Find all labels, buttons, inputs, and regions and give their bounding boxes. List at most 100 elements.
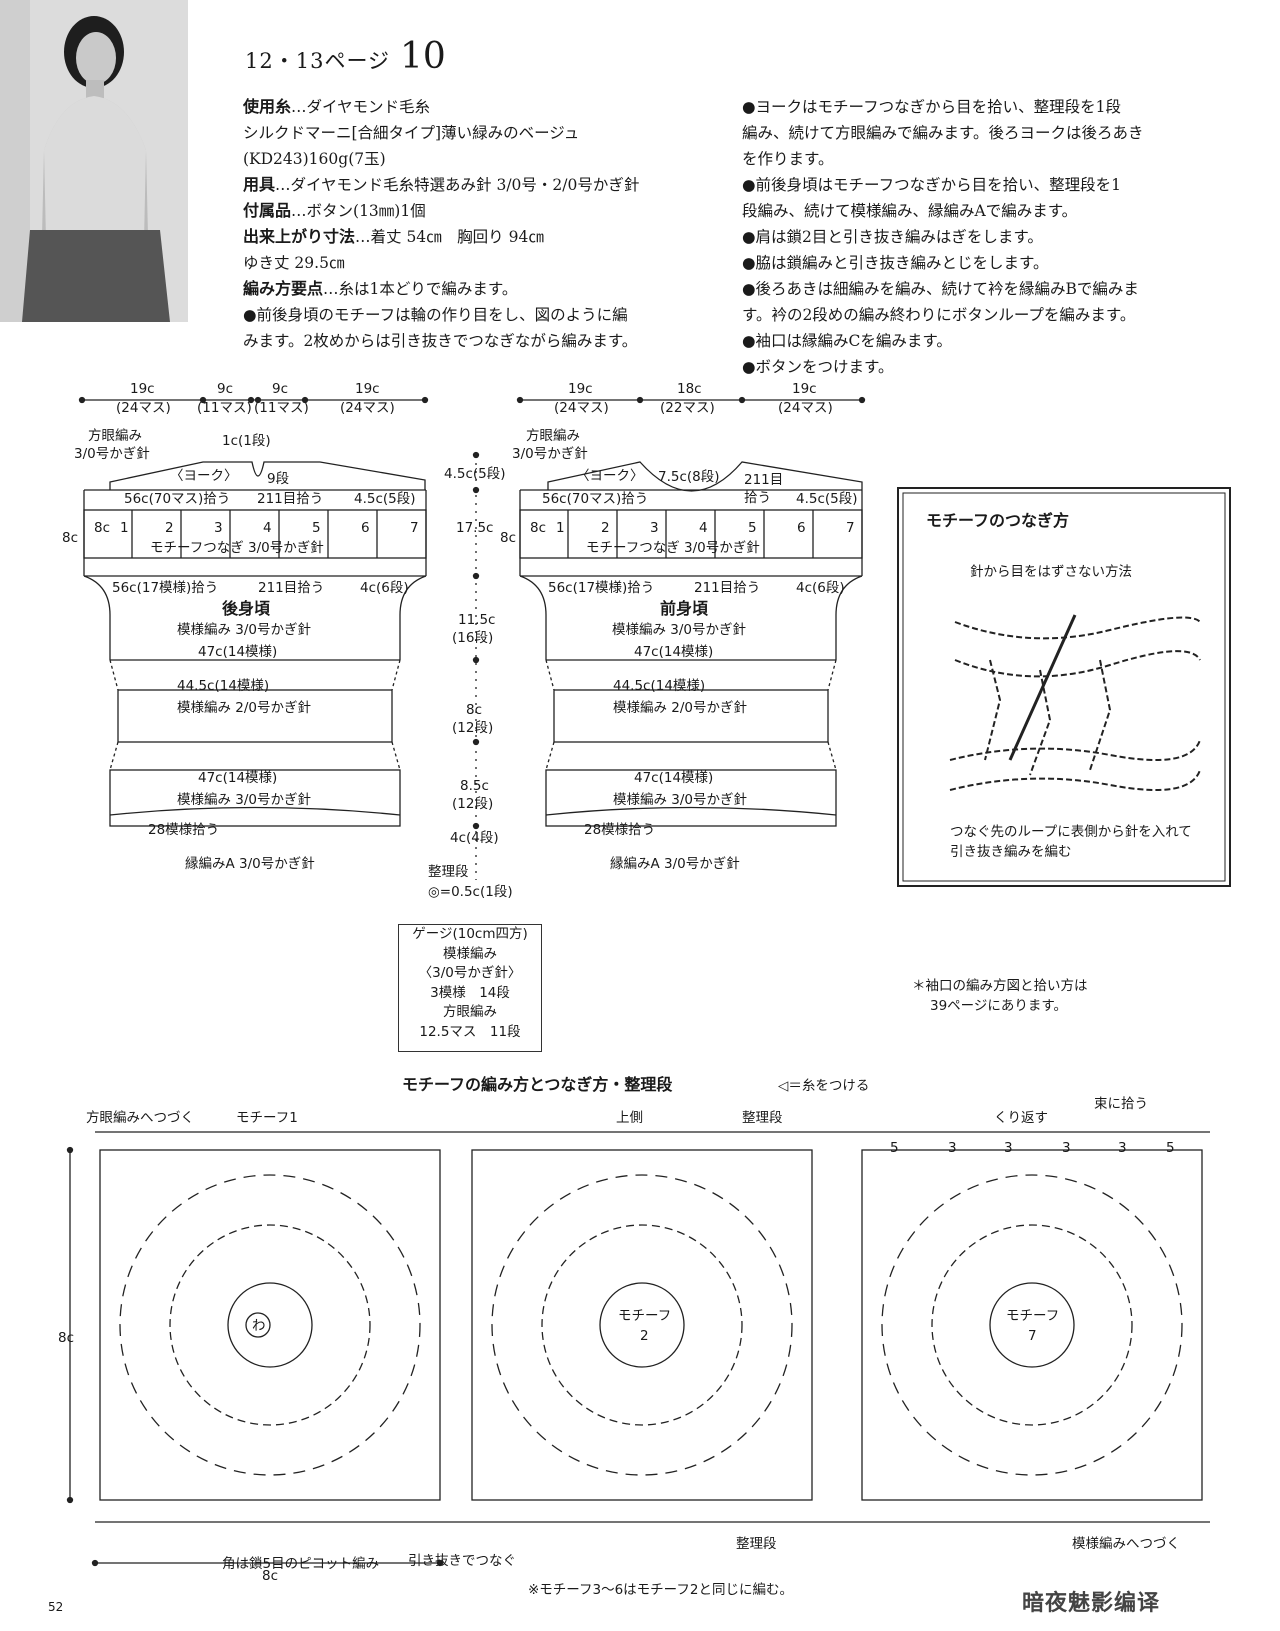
- sleeve-note: 39ページにあります。: [930, 998, 1067, 1014]
- front-dim: (24マス): [778, 400, 833, 416]
- chart-count: 3: [1004, 1140, 1013, 1156]
- back-dim: 19c: [130, 381, 155, 397]
- instruction-line: 段編み、続けて模様編み、縁編みAで編みます。: [742, 202, 1078, 220]
- front-pick-56: 56c(70マス)拾う: [542, 491, 648, 507]
- center-dim: (12段): [452, 720, 493, 736]
- center-dim: (12段): [452, 796, 493, 812]
- front-pattern1: 模様編み 3/0号かぎ針: [612, 622, 746, 638]
- back-4c: 4c(6段): [360, 580, 409, 596]
- back-445: 44.5c(14模様): [177, 678, 269, 694]
- front-motif-num: 7: [846, 520, 855, 536]
- back-motif-num: 5: [312, 520, 321, 536]
- back-yoke-label: 〈ヨーク〉: [170, 468, 238, 484]
- back-pick-28: 28模様拾う: [148, 822, 219, 838]
- materials-column: 使用糸…ダイヤモンド毛糸 シルクドマーニ[合細タイプ]薄い緑みのベージュ (KD…: [243, 94, 639, 354]
- chart-seiri: 整理段: [742, 1110, 783, 1126]
- front-hougan-needle: 3/0号かぎ針: [512, 446, 588, 462]
- chart-title: モチーフの編み方とつなぎ方・整理段: [402, 1075, 673, 1094]
- back-edge: 縁編みA 3/0号かぎ針: [185, 856, 315, 872]
- page-number: 52: [48, 1600, 64, 1614]
- instruction-line: ●脇は鎖編みと引き抜き編みとじをします。: [742, 254, 1049, 272]
- center-dim: 整理段: [428, 864, 469, 880]
- back-47: 47c(14模様): [198, 644, 277, 660]
- back-yoke-height: 4.5c(5段): [354, 491, 416, 507]
- front-445: 44.5c(14模様): [613, 678, 705, 694]
- front-hougan-label: 方眼編み: [526, 428, 580, 444]
- chart-footnote: ※モチーフ3〜6はモチーフ2と同じに編む。: [528, 1582, 793, 1598]
- back-motif-num: 4: [263, 520, 272, 536]
- instructions-column: ●ヨークはモチーフつなぎから目を拾い、整理段を1段 編み、続けて方眼編みで編みま…: [742, 94, 1143, 380]
- chart-wa: わ: [252, 1318, 266, 1334]
- front-motif-num: 3: [650, 520, 659, 536]
- back-pattern3: 模様編み 3/0号かぎ針: [177, 792, 311, 808]
- front-pick-56b: 56c(17模様)拾う: [548, 580, 654, 596]
- parts-label: 付属品: [243, 201, 292, 220]
- front-dim: (24マス): [554, 400, 609, 416]
- page-reference: 12・13ページ: [245, 49, 391, 73]
- chart-count: 5: [1166, 1140, 1175, 1156]
- front-motif-num: 6: [797, 520, 806, 536]
- back-dim: 19c: [355, 381, 380, 397]
- back-motif-num: 1: [120, 520, 129, 536]
- front-edge: 縁編みA 3/0号かぎ針: [610, 856, 740, 872]
- front-yoke-height: 4.5c(5段): [796, 491, 858, 507]
- back-hougan-label: 方眼編み: [88, 428, 142, 444]
- back-motif-num: 3: [214, 520, 223, 536]
- chart-bundle: 束に拾う: [1094, 1096, 1148, 1112]
- chart-to-hougan: 方眼編みへつづく: [86, 1110, 194, 1126]
- chart-legend: ◁＝糸をつける: [777, 1078, 869, 1094]
- size-label: 出来上がり寸法: [243, 227, 356, 246]
- back-pattern1: 模様編み 3/0号かぎ針: [177, 622, 311, 638]
- back-dim: 9c: [217, 381, 233, 397]
- back-neck-dim: 1c(1段): [222, 433, 271, 449]
- method-value: …糸は1本どりで編みます。: [323, 280, 518, 298]
- model-photo-illustration: [0, 0, 188, 322]
- back-pick-56: 56c(70マス)拾う: [124, 491, 230, 507]
- front-motif-num: 2: [601, 520, 610, 536]
- chart-repeat: くり返す: [994, 1110, 1048, 1126]
- front-pick-211c: 211目拾う: [694, 580, 760, 596]
- back-motif-label: モチーフつなぎ 3/0号かぎ針: [150, 540, 324, 556]
- front-pick-211-b: 拾う: [744, 490, 771, 506]
- watermark: 暗夜魅影编译: [1022, 1591, 1161, 1616]
- center-dim: 8.5c: [460, 778, 489, 794]
- chart-corner-note: 角は鎖5目のピコット編み: [222, 1556, 379, 1572]
- back-8c: 8c: [62, 530, 78, 546]
- back-motif-num: 2: [165, 520, 174, 536]
- front-motif-num: 5: [748, 520, 757, 536]
- instruction-line: 編み、続けて方眼編みで編みます。後ろヨークは後ろあき: [742, 124, 1144, 142]
- chart-8c: 8c: [58, 1330, 74, 1346]
- back-motif-num: 6: [361, 520, 370, 536]
- front-dim: 18c: [677, 381, 702, 397]
- instruction-line: す。衿の2段めの編み終わりにボタンループを編みます。: [742, 306, 1136, 324]
- back-neck-rows: 9段: [267, 471, 289, 487]
- back-pattern2: 模様編み 2/0号かぎ針: [177, 700, 311, 716]
- chart-count: 3: [1062, 1140, 1071, 1156]
- back-dim: (24マス): [116, 400, 171, 416]
- front-motif-num: 4: [699, 520, 708, 536]
- chart-to-pattern: 模様編みへつづく: [1072, 1536, 1180, 1552]
- front-dim: 19c: [568, 381, 593, 397]
- instruction-line: ●前後身頃はモチーフつなぎから目を拾い、整理段を1: [742, 176, 1121, 194]
- instruction-line: ●後ろあきは細編みを編み、続けて衿を縁編みBで編みま: [742, 280, 1139, 298]
- sleeve-note: ＊袖口の編み方図と拾い方は: [912, 978, 1088, 994]
- page-title: 12・13ページ 10: [245, 36, 446, 77]
- pattern-number: 10: [400, 36, 446, 77]
- front-8c: 8c: [500, 530, 516, 546]
- back-pick-211: 211目拾う: [257, 491, 323, 507]
- size-value: …着丈 54㎝ 胸回り 94㎝: [355, 228, 544, 246]
- front-pick-211: 211目: [744, 472, 783, 488]
- gauge-line: 3模様 14段: [430, 984, 510, 1001]
- yarn-value: …ダイヤモンド毛糸: [291, 98, 431, 116]
- back-dim: 9c: [272, 381, 288, 397]
- center-dim: 11.5c: [458, 612, 495, 628]
- instruction-line: ●ヨークはモチーフつなぎから目を拾い、整理段を1段: [742, 98, 1121, 116]
- front-motif-num: 1: [556, 520, 565, 536]
- yarn-line2: シルクドマーニ[合細タイプ]薄い緑みのベージュ: [243, 124, 580, 142]
- chart-seiri-bottom: 整理段: [736, 1536, 777, 1552]
- chart-motif2-num: 2: [640, 1328, 649, 1344]
- center-dim: 8c: [466, 702, 482, 718]
- tools-value: …ダイヤモンド毛糸特選あみ針 3/0号・2/0号かぎ針: [275, 176, 640, 194]
- front-dim: (22マス): [660, 400, 715, 416]
- gauge-line: 12.5マス 11段: [419, 1023, 521, 1040]
